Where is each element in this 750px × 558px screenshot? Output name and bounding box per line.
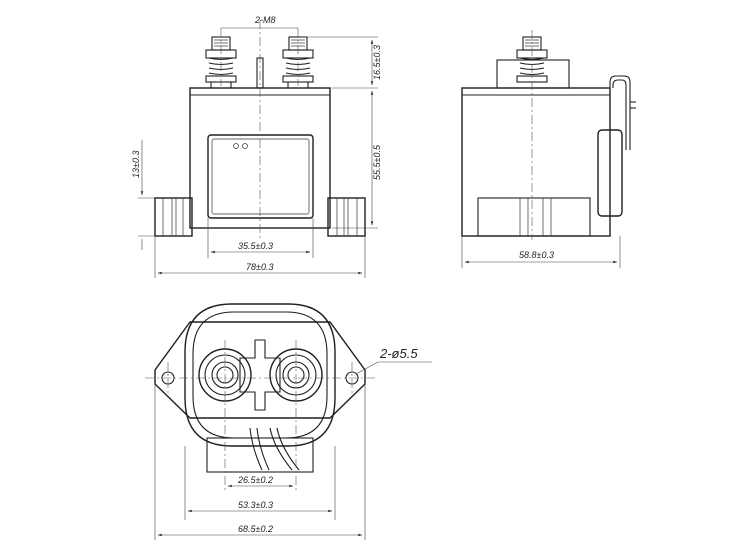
thread-label: 2-M8 xyxy=(254,15,276,25)
dim-flange-width: 68.5±0.2 xyxy=(238,524,273,534)
dim-body-height: 55.5±0.5 xyxy=(372,144,382,180)
dim-body-width: 53.3±0.3 xyxy=(238,500,273,510)
bottom-view: 2-ø5.5 26.5±0.2 53.3±0.3 68.5±0.2 xyxy=(145,303,432,540)
side-view: 58.8±0.3 xyxy=(461,30,636,268)
wire-lead xyxy=(609,75,631,150)
dim-flange-height: 13±0.3 xyxy=(131,151,141,178)
front-label-window xyxy=(207,134,314,219)
indicator-dot xyxy=(233,143,239,149)
wire-lead xyxy=(249,427,270,471)
bottom-body xyxy=(184,303,336,447)
wire-lead xyxy=(612,79,627,150)
bottom-flange xyxy=(154,321,366,419)
side-body xyxy=(461,87,611,237)
dim-overall-width: 78±0.3 xyxy=(246,262,273,272)
front-view: 2-M8 16.5±0.3 55.5±0.5 13±0.3 35.5±0.3 7… xyxy=(131,15,382,278)
dim-depth: 58.8±0.3 xyxy=(519,250,554,260)
wire-lead xyxy=(269,427,300,471)
dim-window-width: 35.5±0.3 xyxy=(238,241,273,251)
indicator-dot xyxy=(242,143,248,149)
dim-terminal-height: 16.5±0.3 xyxy=(372,45,382,80)
dim-terminal-spacing: 26.5±0.2 xyxy=(237,475,273,485)
front-foot-right xyxy=(327,197,366,237)
hole-label: 2-ø5.5 xyxy=(379,346,418,361)
front-foot-left xyxy=(154,197,193,237)
